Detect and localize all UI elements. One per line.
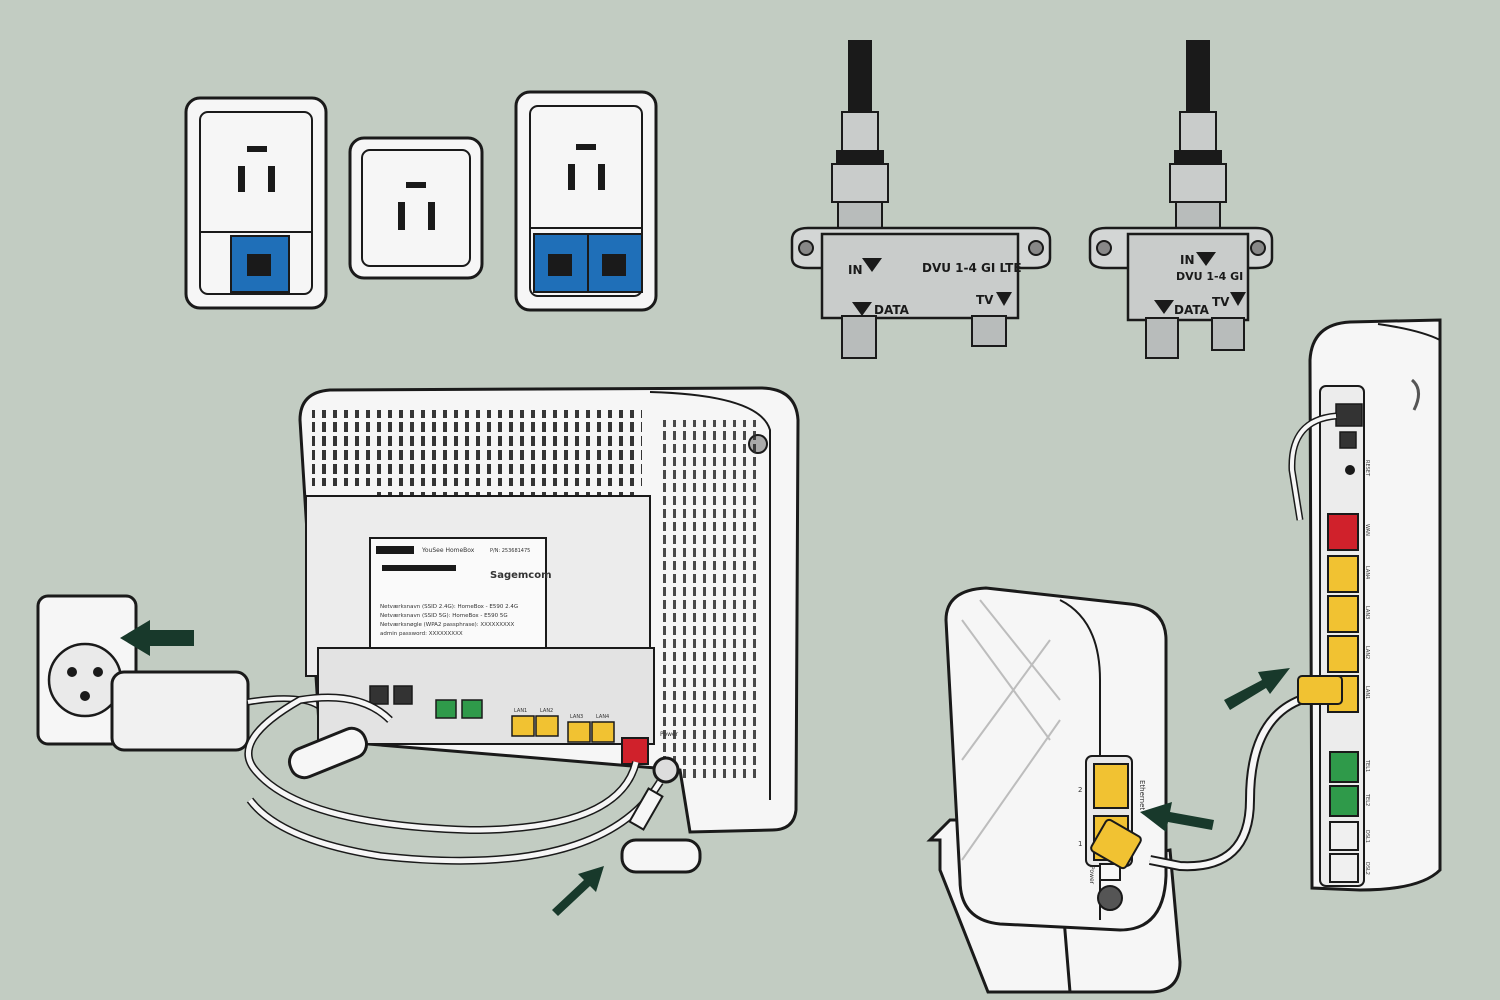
coax-splitter-right: IN DVU 1-4 GI DATA TV [1088, 40, 1274, 359]
ethernet-cable-icon [1090, 675, 1343, 872]
splitter-tv-label: TV [1212, 295, 1230, 309]
tel-port[interactable] [461, 699, 483, 719]
splitter-model-label: DVU 1-4 GI LTE [922, 261, 1022, 275]
splitter-model-label: DVU 1-4 GI [1176, 270, 1243, 283]
arrow-icon [1140, 802, 1214, 832]
router-brand-label: Sagemcom [490, 570, 552, 581]
router-admin-label: admin password: XXXXXXXXX [380, 631, 463, 637]
phone-jack-icon [230, 235, 290, 293]
lan-port-label: LAN2 [1364, 646, 1370, 659]
splitter-data-label: DATA [874, 303, 910, 317]
dsl-port[interactable] [369, 685, 389, 705]
lan-port-label: LAN2 [540, 708, 553, 714]
lan-port-label: LAN4 [1364, 566, 1370, 579]
power-adapter-icon [110, 670, 334, 752]
dsl-port[interactable] [393, 685, 413, 705]
router-side-view: RESET WAN LAN4 LAN3 LAN2 LAN1 TEL1 TEL2 … [1090, 318, 1442, 892]
phone-jack-icon [587, 233, 643, 293]
arrow-icon [1224, 668, 1290, 710]
wall-socket-icon [348, 136, 484, 280]
tel-port-label: TEL2 [1364, 793, 1370, 806]
coax-splitter-left: IN DVU 1-4 GI LTE DATA TV [790, 40, 1052, 359]
extender-port2-label: 2 [1078, 786, 1082, 794]
lan-port-label: LAN3 [570, 714, 583, 720]
lan-port[interactable] [1327, 555, 1359, 593]
splitter-in-label: IN [1180, 253, 1195, 267]
lan-port[interactable] [1327, 595, 1359, 633]
arrow-icon [552, 866, 604, 916]
lan-port-label: LAN3 [1364, 606, 1370, 619]
phone-jack-icon [533, 233, 589, 293]
wan-port[interactable] [621, 737, 649, 765]
router-wpa-label: Netværksnøgle (WPA2 passphrase): XXXXXXX… [380, 622, 515, 628]
dsl-port[interactable] [1329, 821, 1359, 851]
lan-port-label: LAN1 [514, 708, 527, 714]
lan-port[interactable] [1327, 635, 1359, 673]
lan-port[interactable] [591, 721, 615, 743]
lan-port[interactable] [511, 715, 535, 737]
router-product-label: YouSee HomeBox [421, 547, 475, 554]
coax-splitter-icon [790, 40, 1052, 359]
power-port-label: Power [660, 731, 679, 738]
splitter-data-label: DATA [1174, 303, 1210, 317]
wan-port[interactable] [1327, 513, 1359, 551]
router-ssid5-label: Netværksnavn (SSID 5G): HomeBox - E590 5… [380, 613, 508, 619]
reset-label: RESET [1364, 460, 1370, 477]
extender-ethernet-label: Ethernet [1138, 780, 1146, 810]
lan-port[interactable] [567, 721, 591, 743]
tel-port[interactable] [1329, 785, 1359, 817]
wall-socket-icon [514, 90, 658, 312]
tel-port[interactable] [435, 699, 457, 719]
router-rear-view: YouSee HomeBox P/N: 253681475 Sagemcom N… [36, 386, 800, 916]
dsl-port-label: DSL2 [1364, 862, 1370, 875]
coax-splitter-icon [1088, 40, 1274, 359]
dsl-port[interactable] [1329, 853, 1359, 883]
lan-port[interactable] [535, 715, 559, 737]
extender-power-label: Power [1088, 866, 1095, 885]
router-pn-label: P/N: 253681475 [490, 548, 530, 554]
router-ssid24-label: Netværksnavn (SSID 2.4G): HomeBox - E590… [380, 604, 518, 610]
splitter-in-label: IN [848, 263, 863, 277]
wall-socket-group [184, 90, 658, 312]
arrow-icon [120, 620, 194, 656]
lan-port-label: LAN1 [1364, 686, 1370, 699]
wall-socket-icon [184, 96, 328, 310]
tel-port-label: TEL1 [1364, 759, 1370, 772]
tel-port[interactable] [1329, 751, 1359, 783]
lan-port[interactable] [1093, 763, 1129, 809]
splitter-tv-label: TV [976, 293, 994, 307]
dsl-port-label: DSL1 [1364, 830, 1370, 843]
wifi-extender: 2 1 Ethernet Power [926, 586, 1214, 994]
ethernet-cable-icon [244, 693, 640, 835]
wan-port-label: WAN [1364, 524, 1370, 536]
lan-port-label: LAN4 [596, 714, 609, 720]
extender-port1-label: 1 [1078, 840, 1082, 848]
